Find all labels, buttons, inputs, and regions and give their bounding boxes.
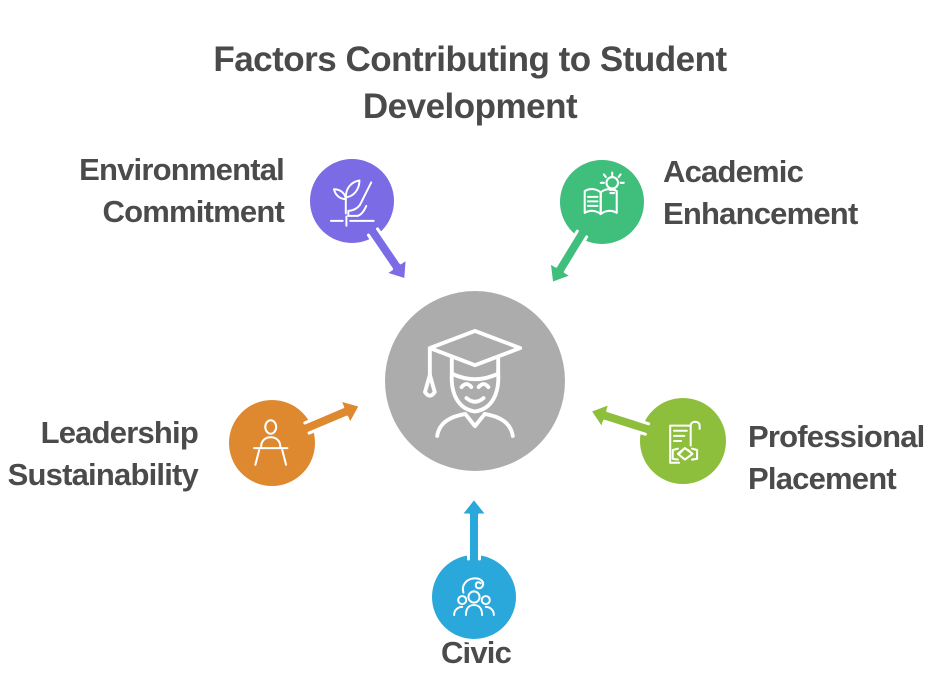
- student-center-circle: [381, 287, 569, 475]
- civic-circle: [428, 551, 520, 643]
- diagram-title: Factors Contributing to Student Developm…: [213, 40, 727, 126]
- environmental-commitment-label: Environmental Commitment: [79, 152, 285, 229]
- professional-placement-circle: [636, 394, 730, 488]
- community-people-icon: [453, 577, 495, 616]
- open-book-lightbulb-icon: [583, 171, 625, 216]
- speaker-podium-icon: [253, 419, 289, 466]
- seedling-hand-icon: [329, 179, 375, 227]
- leadership-sustainability-circle: [225, 396, 319, 490]
- leadership-sustainability-label: Leadership Sustainability: [7, 415, 199, 492]
- civic-arrow: [459, 496, 489, 561]
- academic-enhancement-circle: [556, 156, 648, 248]
- graduate-student-icon: [423, 329, 523, 438]
- contract-handshake-icon: [669, 420, 701, 464]
- academic-enhancement-label: Academic Enhancement: [663, 154, 858, 231]
- environmental-commitment-circle: [306, 155, 398, 247]
- professional-placement-label: Professional Placement: [748, 419, 925, 496]
